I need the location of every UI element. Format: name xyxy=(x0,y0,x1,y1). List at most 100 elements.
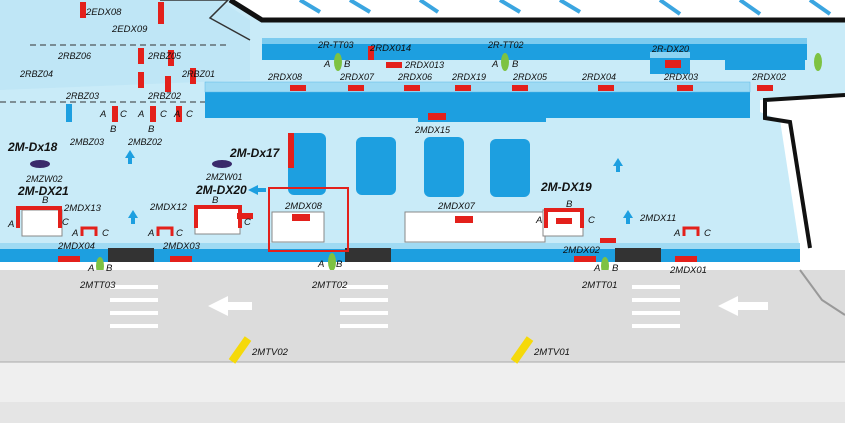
stand-mdx03 xyxy=(170,256,192,262)
road-curb-right xyxy=(799,269,845,316)
label-mdx08[interactable]: 2MDX08 xyxy=(285,201,322,212)
marker-rdx014 xyxy=(368,46,374,60)
letter-mtt02-b: B xyxy=(336,259,343,270)
label-mtv01: 2MTV01 xyxy=(534,347,570,358)
label-rdx06: 2RDX06 xyxy=(398,72,433,82)
letter-rtt03-b: B xyxy=(344,59,351,70)
airside-wall-top xyxy=(0,243,800,249)
label-rbz01: 2RBZ01 xyxy=(182,69,216,79)
marker-mdx11-base xyxy=(600,238,616,244)
floor-arrow-3 xyxy=(623,210,633,224)
marker-rbz01 xyxy=(190,68,196,84)
skylight-lines xyxy=(298,0,832,16)
outer-wall-top xyxy=(228,0,845,23)
letter-mbz-c3: C xyxy=(186,109,193,120)
label-mzw02: 2MZW02 xyxy=(26,174,63,184)
letter-mdx21-a: A xyxy=(8,219,15,230)
marker-rdx08 xyxy=(290,85,306,91)
marker-bridge-right xyxy=(237,213,253,219)
label-rtt03: 2R-TT03 xyxy=(318,40,354,50)
mzw02-badge-icon xyxy=(30,160,50,168)
letter-mdx20-c: C xyxy=(244,217,251,228)
right-side-block xyxy=(725,48,805,70)
letter-mdx12-a: A xyxy=(148,228,155,239)
letter-mtt01-a: A xyxy=(594,263,601,274)
label-rdx014: 2RDX014 xyxy=(370,43,412,54)
marker-rdx02 xyxy=(757,85,773,91)
marker-rdx19 xyxy=(455,85,471,91)
letter-mdx20-b: B xyxy=(212,195,219,206)
marker-rbz02 xyxy=(165,76,171,92)
label-rdx02: 2RDX02 xyxy=(752,72,787,82)
letter-mdx19-a: A xyxy=(536,215,543,226)
letter-mdx13-a: A xyxy=(72,228,79,239)
stand-mdx01 xyxy=(675,256,697,262)
letter-mbz-a1: A xyxy=(100,109,107,120)
map-bottom-edge xyxy=(0,402,845,423)
crosswalk-1 xyxy=(110,285,158,328)
label-mbz02: 2MBZ02 xyxy=(128,137,163,147)
marker-mdx08 xyxy=(292,214,310,221)
letter-mdx19-b: B xyxy=(566,199,573,210)
label-mdx04: 2MDX04 xyxy=(58,241,95,252)
crosswalk-3 xyxy=(632,285,680,328)
jet-bridge-c xyxy=(615,248,661,262)
mzw01-badge-icon xyxy=(212,160,232,168)
label-mtt03: 2MTT03 xyxy=(80,280,116,291)
marker-rbz04 xyxy=(138,72,144,88)
bridge-4 xyxy=(490,139,530,197)
letter-mbz-a3: A xyxy=(174,109,181,120)
roof-line xyxy=(160,0,251,41)
label-rbz02: 2RBZ02 xyxy=(148,91,182,101)
green-marker-rtt03 xyxy=(334,53,342,71)
green-marker-mtt02 xyxy=(328,253,336,271)
marker-edx09 xyxy=(158,2,164,24)
frame-mdx19 xyxy=(544,208,584,228)
letter-mdx11-a: A xyxy=(674,228,681,239)
floor-arrow-1 xyxy=(125,150,135,164)
letter-mdx11-c: C xyxy=(704,228,711,239)
letter-rtt02-b: B xyxy=(512,59,519,70)
remote-gate-row-top xyxy=(204,81,751,93)
marker-rdx06 xyxy=(404,85,420,91)
mdx15-marker xyxy=(428,113,446,120)
label-edx08: 2EDX08 xyxy=(86,7,122,18)
label-rdx04: 2RDX04 xyxy=(582,72,617,82)
floor-arrow-5 xyxy=(248,185,266,195)
floor-arrow-2 xyxy=(613,158,623,172)
blue-stand-left xyxy=(66,104,72,122)
letter-mbz-b2: B xyxy=(148,124,155,135)
gate-building-mdx07 xyxy=(404,211,546,243)
jet-bridge-a xyxy=(108,248,154,262)
label-mdx01: 2MDX01 xyxy=(670,265,707,276)
label-mtt02: 2MTT02 xyxy=(312,280,348,291)
label-mtt01: 2MTT01 xyxy=(582,280,618,291)
label-rbz03: 2RBZ03 xyxy=(66,91,100,101)
green-marker-rtt02 xyxy=(501,53,509,71)
marker-rdx05 xyxy=(512,85,528,91)
marker-rdx07 xyxy=(348,85,364,91)
letter-mtt03-b: B xyxy=(106,263,113,274)
bridge-1-tip xyxy=(288,133,294,168)
label-mtv02: 2MTV02 xyxy=(252,347,288,358)
road xyxy=(0,270,845,368)
letter-rtt03-a: A xyxy=(324,59,331,70)
marker-mbz02a xyxy=(150,106,156,122)
marker-rdx013 xyxy=(386,62,402,68)
green-marker-right xyxy=(814,53,822,71)
highlight-box-mdx08[interactable] xyxy=(268,187,349,252)
label-rdx20: 2R-DX20 xyxy=(652,44,690,54)
label-mdx19: 2M-DX19 xyxy=(541,180,592,194)
label-rdx05: 2RDX05 xyxy=(513,72,548,82)
label-mdx12: 2MDX12 xyxy=(150,202,187,213)
marker-rdx03 xyxy=(677,85,693,91)
letter-rtt02-a: A xyxy=(492,59,499,70)
label-mdx02: 2MDX02 xyxy=(563,245,600,256)
label-rdx013: 2RDX013 xyxy=(405,60,445,70)
label-mbz03: 2MBZ03 xyxy=(70,137,105,147)
label-edx09: 2EDX09 xyxy=(112,24,148,35)
label-rdx19: 2RDX19 xyxy=(452,72,487,82)
label-mdx13: 2MDX13 xyxy=(64,203,101,214)
letter-mtt01-b: B xyxy=(612,263,619,274)
